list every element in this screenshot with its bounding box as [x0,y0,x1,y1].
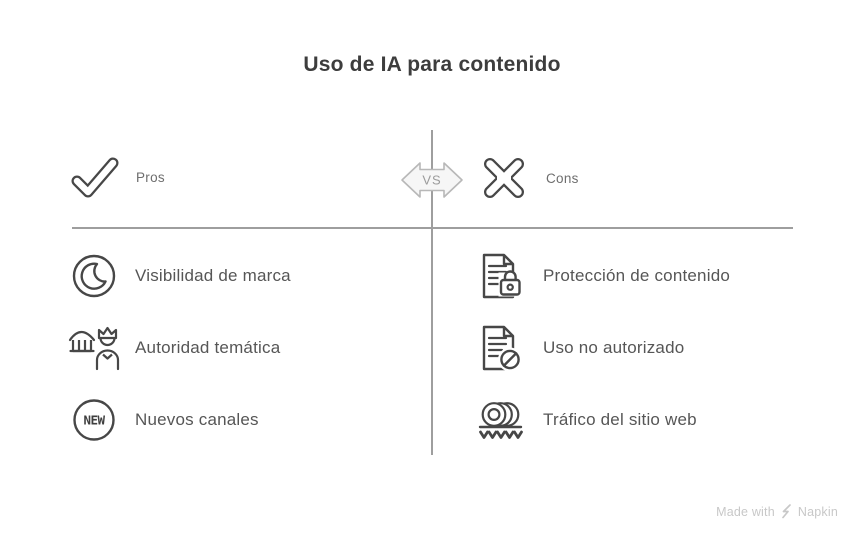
watermark-brand: Napkin [797,504,838,519]
vs-label: VS [422,173,441,188]
vs-badge: VS [400,156,464,204]
cons-item-trafico: Tráfico del sitio web [476,394,697,446]
napkin-watermark: Made with Napkin [716,504,838,519]
cross-icon [478,152,530,204]
cons-item-label: Tráfico del sitio web [543,410,697,429]
new-badge-icon: NEW [68,394,120,446]
vs-double-arrow-icon: VS [401,162,463,198]
cons-item-proteccion: Protección de contenido [476,250,730,302]
cons-item-label: Protección de contenido [543,266,731,285]
cons-header: Cons [478,151,579,205]
pros-item-canales: NEW Nuevos canales [68,394,259,446]
cons-label: Cons [546,170,579,186]
pros-item-label: Nuevos canales [135,410,259,429]
vertical-divider [431,130,433,455]
document-lock-icon [476,250,528,302]
napkin-logo-icon [782,504,791,519]
pros-item-autoridad: Autoridad temática [68,322,280,374]
crescent-circle-icon [68,250,120,302]
tent-king-icon [68,322,120,374]
checkmark-icon [68,151,120,203]
pros-header: Pros [68,150,165,204]
pros-item-visibilidad: Visibilidad de marca [68,250,291,302]
horizontal-divider [72,227,793,229]
new-badge-text: NEW [83,413,105,428]
rolling-rings-traffic-icon [476,394,528,446]
pros-item-label: Visibilidad de marca [135,266,291,285]
cons-item-label: Uso no autorizado [543,338,685,357]
page-title: Uso de IA para contenido [303,53,561,76]
watermark-text: Made with [716,504,775,519]
pros-item-label: Autoridad temática [135,338,281,357]
document-blocked-icon [476,322,528,374]
cons-item-uso: Uso no autorizado [476,322,684,374]
pros-label: Pros [136,169,165,185]
